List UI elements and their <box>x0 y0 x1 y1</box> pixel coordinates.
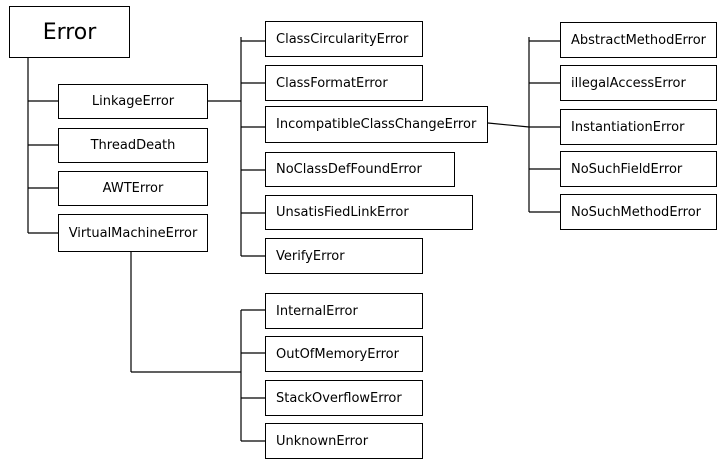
node-label: VerifyError <box>276 248 345 264</box>
node-label: ClassCircularityError <box>276 31 409 47</box>
verify-error-node: VerifyError <box>265 238 423 274</box>
incompatible-class-change-error-node: IncompatibleClassChangeError <box>265 106 488 143</box>
node-label: VirtualMachineError <box>68 225 198 241</box>
node-label: Error <box>42 19 97 45</box>
node-label: ClassFormatError <box>276 75 388 91</box>
node-label: InternalError <box>276 303 358 319</box>
virtual-machine-error-node: VirtualMachineError <box>58 214 208 252</box>
node-label: StackOverflowError <box>276 390 402 406</box>
stack-overflow-error-node: StackOverflowError <box>265 380 423 416</box>
internal-error-node: InternalError <box>265 293 423 329</box>
unknown-error-node: UnknownError <box>265 423 423 459</box>
node-label: OutOfMemoryError <box>276 346 399 362</box>
node-label: AWTError <box>102 181 164 196</box>
node-label: ThreadDeath <box>90 138 176 153</box>
node-label: NoClassDefFoundError <box>276 162 422 177</box>
instantiation-error-node: InstantiationError <box>560 109 717 145</box>
no-such-field-error-node: NoSuchFieldError <box>560 151 717 187</box>
no-class-def-found-error-node: NoClassDefFoundError <box>265 152 455 187</box>
no-such-method-error-node: NoSuchMethodError <box>560 194 717 230</box>
error-node: Error <box>9 6 130 58</box>
illegal-access-error-node: illegalAccessError <box>560 65 717 101</box>
node-label: LinkageError <box>91 94 175 109</box>
node-label: NoSuchFieldError <box>571 161 683 177</box>
unsatisfied-link-error-node: UnsatisFiedLinkError <box>265 195 473 230</box>
awt-error-node: AWTError <box>58 171 208 206</box>
class-circularity-error-node: ClassCircularityError <box>265 21 423 57</box>
abstract-method-error-node: AbstractMethodError <box>560 22 717 58</box>
out-of-memory-error-node: OutOfMemoryError <box>265 336 423 372</box>
linkage-error-node: LinkageError <box>58 84 208 119</box>
node-label: UnknownError <box>276 433 369 449</box>
node-label: AbstractMethodError <box>571 32 707 48</box>
class-format-error-node: ClassFormatError <box>265 65 423 101</box>
node-label: InstantiationError <box>571 119 685 135</box>
node-label: illegalAccessError <box>571 75 686 91</box>
node-label: NoSuchMethodError <box>571 204 701 220</box>
node-label: IncompatibleClassChangeError <box>276 117 477 132</box>
thread-death-node: ThreadDeath <box>58 128 208 163</box>
node-label: UnsatisFiedLinkError <box>276 205 409 220</box>
